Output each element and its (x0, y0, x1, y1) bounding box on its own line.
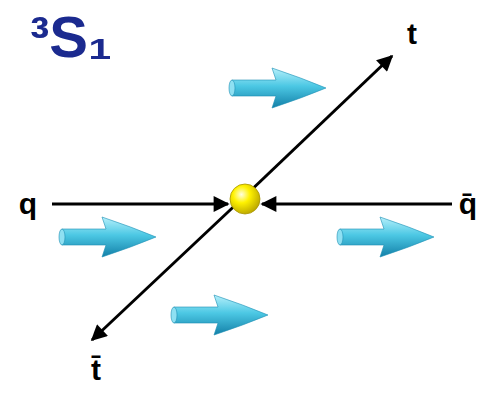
state-title: ³S₁ (30, 8, 112, 66)
particle-label: t (407, 19, 417, 49)
particle-label: q̄ (459, 189, 477, 219)
beam-arrow (52, 203, 228, 206)
particle-label: t̄ (91, 355, 101, 385)
interaction-vertex (230, 184, 260, 214)
spin-arrow (229, 68, 326, 108)
spin-arrow (59, 217, 156, 257)
spin-arrow (171, 295, 268, 335)
beam-arrow (262, 203, 452, 206)
product-arrow (245, 56, 392, 196)
spin-arrow (337, 217, 434, 257)
particle-label: q (19, 189, 37, 219)
